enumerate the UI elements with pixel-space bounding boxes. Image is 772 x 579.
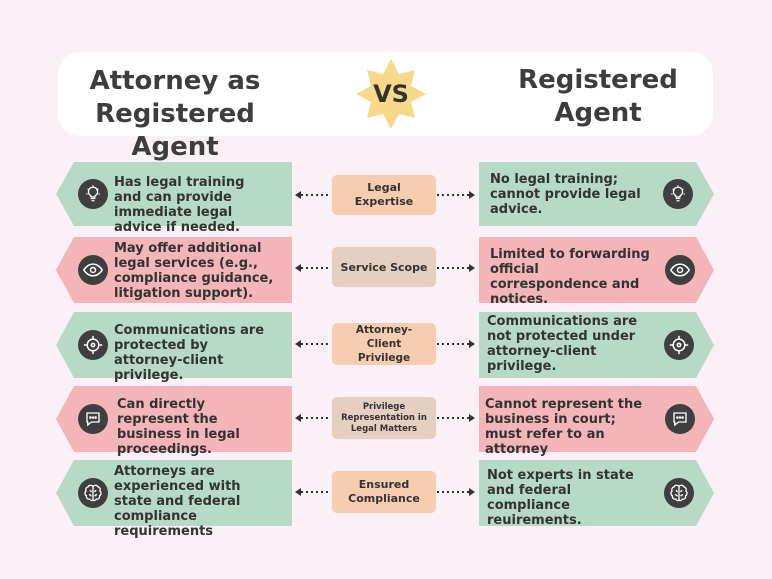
row-4-left-text: Can directly represent the business in l… bbox=[117, 397, 240, 457]
row-3-center-label: Attorney-Client Privilege bbox=[332, 323, 436, 365]
row-3-left-card: Communications are protected by attorney… bbox=[56, 312, 292, 383]
row-1-left-card: Has legal training and can provide immed… bbox=[56, 162, 292, 235]
row-2-center-label: Service Scope bbox=[332, 247, 436, 287]
row-4-right-text: Cannot represent the business in court; … bbox=[485, 397, 643, 457]
row-2-right-card: Limited to forwarding official correspon… bbox=[479, 237, 714, 307]
right-title: Registered Agent bbox=[518, 65, 678, 128]
row-1-right-arrow bbox=[437, 191, 475, 199]
row-1-right-text: No legal training; cannot provide legal … bbox=[490, 172, 641, 217]
row-2-left-text: May offer additional legal services (e.g… bbox=[114, 241, 274, 301]
row-5-right-text: Not experts in state and federal complia… bbox=[487, 468, 634, 528]
vs-star-badge bbox=[356, 59, 426, 129]
row-3-right-text: Communications are not protected under a… bbox=[487, 314, 638, 374]
brain-icon bbox=[78, 478, 108, 508]
brain-icon bbox=[664, 478, 694, 508]
row-4-right-card: Cannot represent the business in court; … bbox=[479, 386, 714, 457]
row-2-right-text: Limited to forwarding official correspon… bbox=[490, 247, 650, 307]
row-3-left-text: Communications are protected by attorney… bbox=[114, 323, 265, 383]
row-3-right-card: Communications are not protected under a… bbox=[479, 312, 714, 378]
row-2-left-arrow bbox=[295, 264, 331, 272]
row-1-right-card: No legal training; cannot provide legal … bbox=[479, 162, 714, 226]
row-1-center-label: Legal Expertise bbox=[332, 175, 436, 215]
lightbulb-icon bbox=[663, 179, 693, 209]
row-5-center-label: Ensured Compliance bbox=[332, 471, 436, 513]
row-5-left-text: Attorneys are experienced with state and… bbox=[114, 464, 241, 539]
row-5-right-arrow bbox=[437, 488, 475, 496]
row-5-right-card: Not experts in state and federal complia… bbox=[479, 460, 714, 528]
row-4-right-arrow bbox=[437, 414, 475, 422]
crosshair-icon bbox=[664, 330, 694, 360]
eye-icon bbox=[78, 255, 108, 285]
row-5-left-card: Attorneys are experienced with state and… bbox=[56, 460, 292, 539]
chat-bubble-icon bbox=[665, 404, 695, 434]
eye-icon bbox=[665, 255, 695, 285]
row-4-left-arrow bbox=[295, 414, 331, 422]
left-title: Attorney as Registered Agent bbox=[89, 66, 261, 162]
row-2-left-card: May offer additional legal services (e.g… bbox=[56, 237, 292, 303]
vs-label: VS bbox=[373, 80, 409, 108]
chat-bubble-icon bbox=[78, 404, 108, 434]
row-3-right-arrow bbox=[437, 340, 475, 348]
row-1-left-arrow bbox=[295, 191, 331, 199]
header-panel: Attorney as Registered Agent VS Register… bbox=[58, 52, 713, 162]
row-5-left-arrow bbox=[295, 488, 331, 496]
row-4-center-label: Privilege Representation in Legal Matter… bbox=[332, 397, 436, 439]
row-2-right-arrow bbox=[437, 264, 475, 272]
crosshair-icon bbox=[78, 330, 108, 360]
lightbulb-icon bbox=[78, 179, 108, 209]
row-4-left-card: Can directly represent the business in l… bbox=[56, 386, 292, 457]
row-1-left-text: Has legal training and can provide immed… bbox=[114, 175, 245, 235]
row-3-left-arrow bbox=[295, 340, 331, 348]
